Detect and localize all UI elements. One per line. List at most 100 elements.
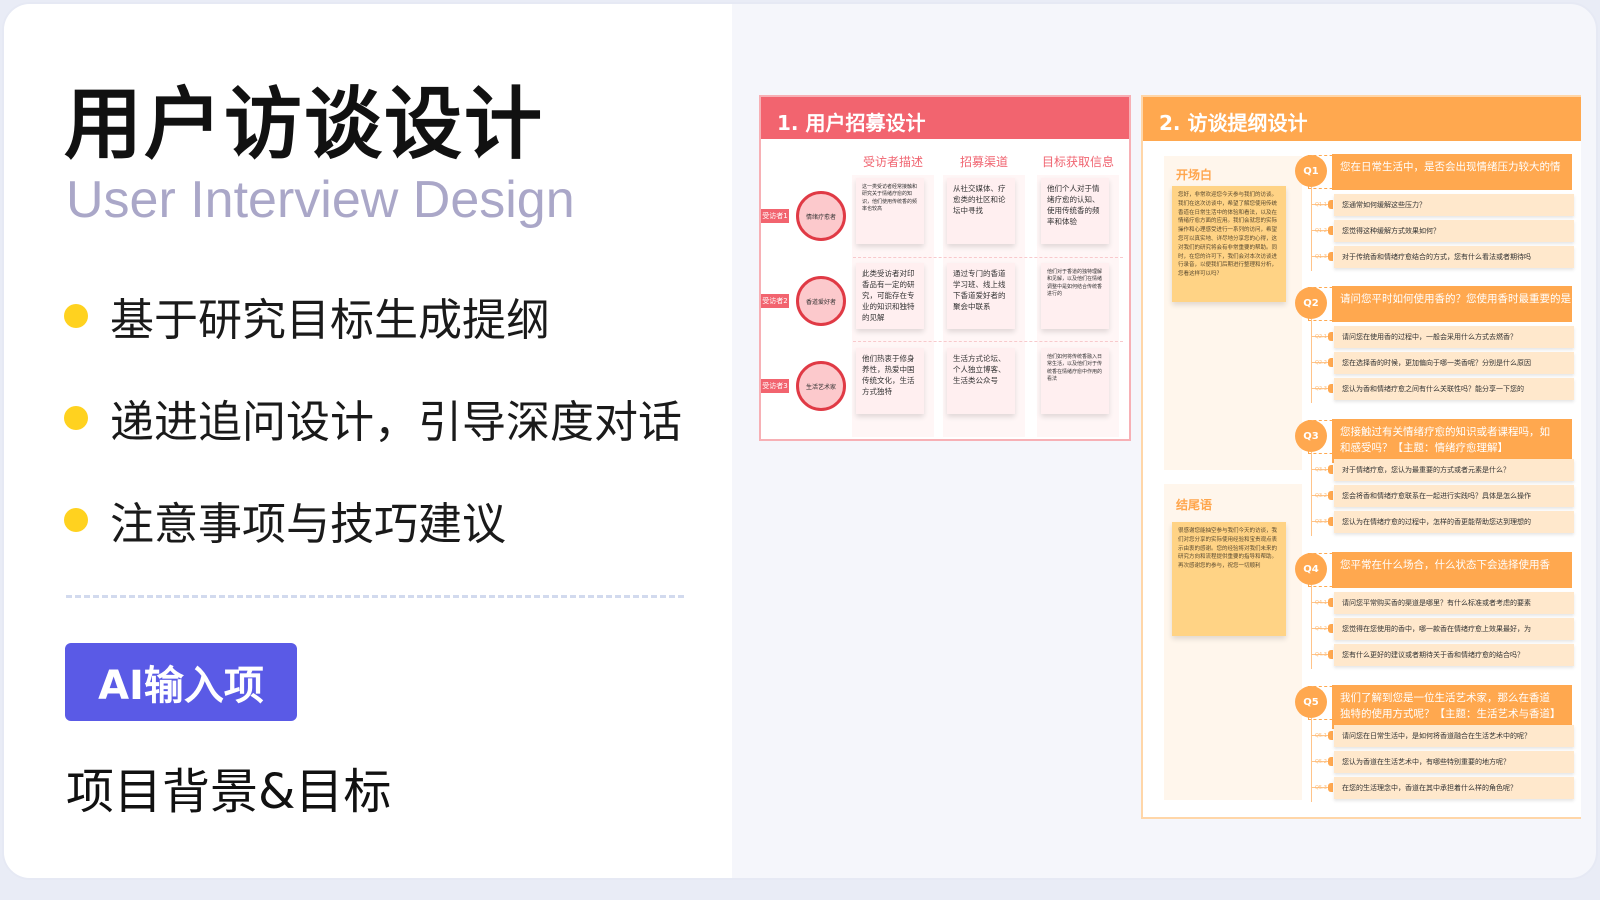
question-badge: Q2 [1295,287,1327,319]
outline-card: 2. 访谈提纲设计 开场白 您好，非常欢迎您今天参与我们的访谈。我们在这次访谈中… [1141,95,1581,819]
cell-note: 生活方式论坛、个人独立博客、生活类公众号 [947,348,1015,414]
opening-text: 您好，非常欢迎您今天参与我们的访谈。我们在这次访谈中，希望了解您使用传统香道在日… [1172,186,1286,302]
sub-question-id: Q2.1 [1315,334,1327,340]
tree-branch [1311,602,1329,603]
sub-question-id: Q3.2 [1315,493,1327,499]
sub-question-id: Q4.3 [1315,652,1327,658]
sub-question-id: Q3.3 [1315,519,1327,525]
question-text: 和感受吗？【主题：情绪疗愈理解】 [1340,441,1508,454]
sub-question-id: Q4.2 [1315,626,1327,632]
ai-input-button[interactable]: AI输入项 [65,643,297,721]
branch-pin-icon [1328,650,1333,659]
sub-question-id: Q3.1 [1315,467,1327,473]
sub-question: 您在选择香的时候，更加偏向于哪一类香呢？分别是什么原因 [1334,352,1574,374]
respondent-tag: 受访者3 [761,379,789,393]
respondent-tag: 受访者2 [761,294,789,308]
sub-question: 您有什么更好的建议或者期待关于香和情绪疗愈的结合吗？ [1334,644,1574,666]
sub-question: 请问您在日常生活中，是如何将香道融合在生活艺术中的呢？ [1334,725,1574,747]
branch-pin-icon [1328,465,1333,474]
cell-note: 他们个人对于情绪疗愈的认知、使用传统香的频率和体验 [1041,178,1109,244]
tree-branch [1311,495,1329,496]
sub-question: 在您的生活理念中，香道在其中承担着什么样的角色呢？ [1334,777,1574,799]
sub-question: 对于情绪疗愈，您认为最重要的方式或者元素是什么？ [1334,459,1574,481]
sub-question: 您认为香和情绪疗愈之间有什么关联性吗？能分享一下您的 [1334,378,1574,400]
tree-branch [1311,761,1329,762]
divider [66,595,684,598]
row-divider [853,257,1123,258]
branch-pin-icon [1328,332,1333,341]
tree-branch [1311,230,1329,231]
tree-branch [1311,388,1329,389]
question-badge: Q3 [1295,420,1327,452]
branch-pin-icon [1328,226,1333,235]
bullet-dot-icon [64,304,88,328]
bullet-dot-icon [64,508,88,532]
sub-question: 请问您平常购买香的渠道是哪里？有什么标准或者考虑的要素 [1334,592,1574,614]
sub-question-id: Q2.3 [1315,386,1327,392]
tree-branch [1311,521,1329,522]
bullet-text: 基于研究目标生成提纲 [110,295,550,346]
sub-question: 请问您在使用香的过程中，一般会采用什么方式去燃香？ [1334,326,1574,348]
opening-panel: 开场白 您好，非常欢迎您今天参与我们的访谈。我们在这次访谈中，希望了解您使用传统… [1164,156,1302,470]
bullet-text: 注意事项与技巧建议 [110,499,506,550]
cell-note: 通过专门的香道学习班、线上线下香道爱好者的聚会中联系 [947,263,1015,329]
question-badge: Q4 [1295,553,1327,585]
branch-pin-icon [1328,491,1333,500]
tree-branch [1311,654,1329,655]
branch-pin-icon [1328,384,1333,393]
persona-circle: 情绪疗愈者 [796,191,846,241]
branch-pin-icon [1328,757,1333,766]
tree-line [1311,718,1312,802]
bullet-item: 注意事项与技巧建议 [64,488,506,552]
sub-question-id: Q5.3 [1315,785,1327,791]
tree-branch [1311,735,1329,736]
branch-pin-icon [1328,252,1333,261]
cell-note: 此类受访者对印香品有一定的研究，可能存在专业的知识和独特的见解 [856,263,924,329]
page-subtitle: User Interview Design [66,171,575,229]
question-text: 我们了解到您是一位生活艺术家，那么在香道 [1340,692,1550,704]
sub-question-id: Q5.1 [1315,733,1327,739]
cell-note: 这一类受访者经常接触和研究关于情绪疗愈的知识，他们使用传统香的频率也较高 [856,178,924,244]
row-divider [853,341,1123,342]
question-bar: 您平常在什么场合，什么状态下会选择使用香 [1332,552,1572,588]
tree-branch [1311,256,1329,257]
question-text: 您平常在什么场合，什么状态下会选择使用香 [1340,559,1550,571]
tree-branch [1311,628,1329,629]
sub-question-id: Q1.2 [1315,228,1327,234]
tree-branch [1311,336,1329,337]
sub-question: 您会将香和情绪疗愈联系在一起进行实践吗？具体是怎么操作 [1334,485,1574,507]
tree-line [1311,585,1312,669]
cell-note: 他们热衷于修身养性，热爱中国传统文化，生活方式独特 [856,348,924,414]
bullet-text: 递进追问设计，引导深度对话 [110,397,682,448]
branch-pin-icon [1328,624,1333,633]
question-badge: Q5 [1295,686,1327,718]
sub-question: 您认为在情绪疗愈的过程中，怎样的香更能帮助您达到理想的 [1334,511,1574,533]
cell-note: 从社交媒体、疗愈类的社区和论坛中寻找 [947,178,1015,244]
input-item-label: 项目背景&目标 [66,764,392,820]
column-header: 招募渠道 [959,155,1008,169]
outline-card-title: 2. 访谈提纲设计 [1143,97,1581,141]
question-bar: 您在日常生活中，是否会出现情绪压力较大的情 [1332,154,1572,190]
question-bar: 您接触过有关情绪疗愈的知识或者课程吗，如和感受吗？【主题：情绪疗愈理解】 [1332,419,1572,463]
tree-branch [1311,469,1329,470]
respondent-tag: 受访者1 [761,209,789,223]
left-panel: 用户访谈设计 User Interview Design 基于研究目标生成提纲 … [4,4,732,878]
persona-circle: 香道爱好者 [796,276,846,326]
question-bar: 请问您平时如何使用香的？您使用香时最重要的是 [1332,286,1572,322]
sub-question: 您觉得这种缓解方式效果如何？ [1334,220,1574,242]
closing-panel: 结尾语 很感谢您能抽空参与我们今天的访谈，我们对您分享的实际使用经验和宝贵观点表… [1164,484,1302,800]
bullet-item: 基于研究目标生成提纲 [64,284,550,348]
closing-text: 很感谢您能抽空参与我们今天的访谈，我们对您分享的实际使用经验和宝贵观点表示由衷的… [1172,522,1286,636]
column-header: 受访者描述 [862,155,923,169]
sub-question-id: Q1.3 [1315,254,1327,260]
branch-pin-icon [1328,358,1333,367]
closing-title: 结尾语 [1176,498,1213,512]
recruit-card-title: 1. 用户招募设计 [761,97,1129,139]
cell-note: 他们如何将传统香融入日常生活，以及他们对于传统香在情绪疗愈中作用的看法 [1041,348,1109,414]
slide: 用户访谈设计 User Interview Design 基于研究目标生成提纲 … [2,2,1598,880]
question-bar: 我们了解到您是一位生活艺术家，那么在香道独特的使用方式呢？【主题：生活艺术与香道… [1332,685,1572,729]
cell-note: 他们对于香道的独特理解和见解，以及他们在情绪调整中是如何结合传统香进行的 [1041,263,1109,329]
sub-question: 您觉得在您使用的香中，哪一款香在情绪疗愈上效果最好，为 [1334,618,1574,640]
